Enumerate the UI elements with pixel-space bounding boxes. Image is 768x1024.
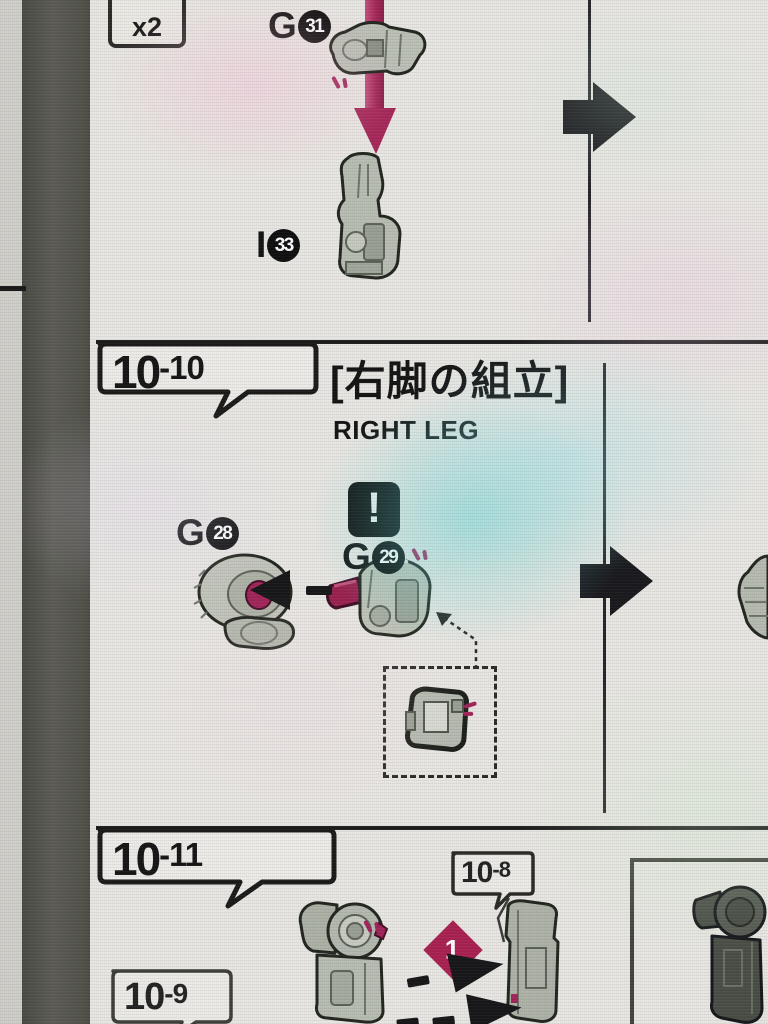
part-number-badge: 33 (267, 228, 301, 262)
quantity-box: x2 (108, 0, 186, 48)
part-letter: G (342, 536, 371, 577)
part-letter: G (176, 512, 205, 553)
part-number-badge: 29 (371, 540, 405, 574)
part-g31-illustration (329, 21, 427, 76)
flow-arrow-down-icon (354, 108, 396, 154)
warning-icon: ! (348, 482, 400, 537)
step-number: 10-11 (112, 833, 203, 885)
emphasis-marks-icon (331, 75, 348, 90)
partial-part-right-edge (737, 554, 768, 640)
part-label-i33: I 33 (256, 224, 301, 266)
assembly-next-arrow-icon (563, 82, 636, 152)
part-number-badge: 28 (205, 516, 239, 550)
inset-leg-illustration (692, 885, 767, 1024)
adjacent-column-rule (0, 286, 26, 291)
part-label-g31: G 31 (268, 5, 331, 47)
assembly-next-arrow-icon (580, 546, 653, 616)
step-number: 10-10 (112, 346, 205, 398)
part-letter: I (256, 224, 266, 265)
ref-number: 10-9 (124, 976, 188, 1018)
part-letter: G (268, 5, 297, 46)
panel-divider (588, 0, 591, 322)
insert-arrow-dashed-icon (250, 570, 332, 610)
part-number-badge: 31 (297, 9, 331, 43)
page-gutter-dark-bar (22, 0, 90, 1024)
part-g29-rear-illustration (405, 686, 469, 752)
quantity-label: x2 (131, 12, 163, 42)
adjacent-column-strip (0, 0, 22, 1024)
ref-number: 10-8 (461, 856, 511, 889)
part-label-g28: G 28 (176, 512, 239, 554)
part-i33-illustration (336, 152, 402, 280)
step-title-en: RIGHT LEG (333, 415, 480, 445)
part-label-g29: G 29 (342, 536, 405, 578)
emphasis-marks-icon (411, 547, 428, 562)
emphasis-marks-icon (363, 919, 380, 934)
step-title-jp: [右脚の組立] (330, 358, 570, 404)
detail-leader-line (436, 612, 478, 668)
emphasis-marks-icon (462, 701, 478, 717)
